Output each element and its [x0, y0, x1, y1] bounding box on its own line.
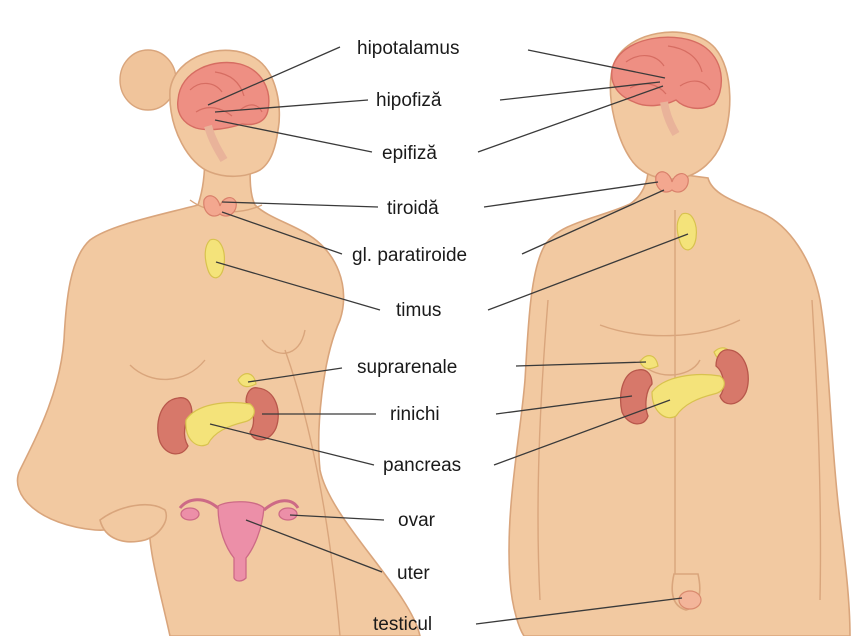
- female-ovary-right: [279, 508, 297, 520]
- label-timus: timus: [396, 300, 441, 321]
- female-hair-bun: [120, 50, 176, 110]
- label-hipotalamus: hipotalamus: [357, 38, 459, 59]
- label-rinichi: rinichi: [390, 404, 440, 425]
- label-testicul: testicul: [373, 614, 432, 635]
- label-hipofiza: hipofiză: [376, 90, 442, 111]
- female-figure: [17, 50, 420, 636]
- label-suprarenale: suprarenale: [357, 357, 457, 378]
- label-ovar: ovar: [398, 510, 436, 531]
- male-brain: [612, 37, 722, 108]
- male-testicle: [679, 591, 701, 609]
- female-ovary-left: [181, 508, 199, 520]
- label-pancreas: pancreas: [383, 455, 461, 476]
- label-paratiroide: gl. paratiroide: [352, 245, 467, 266]
- label-uter: uter: [397, 563, 430, 584]
- labels: hipotalamus hipofiză epifiză tiroidă gl.…: [352, 38, 467, 635]
- label-epifiza: epifiză: [382, 143, 437, 164]
- label-tiroida: tiroidă: [387, 198, 439, 219]
